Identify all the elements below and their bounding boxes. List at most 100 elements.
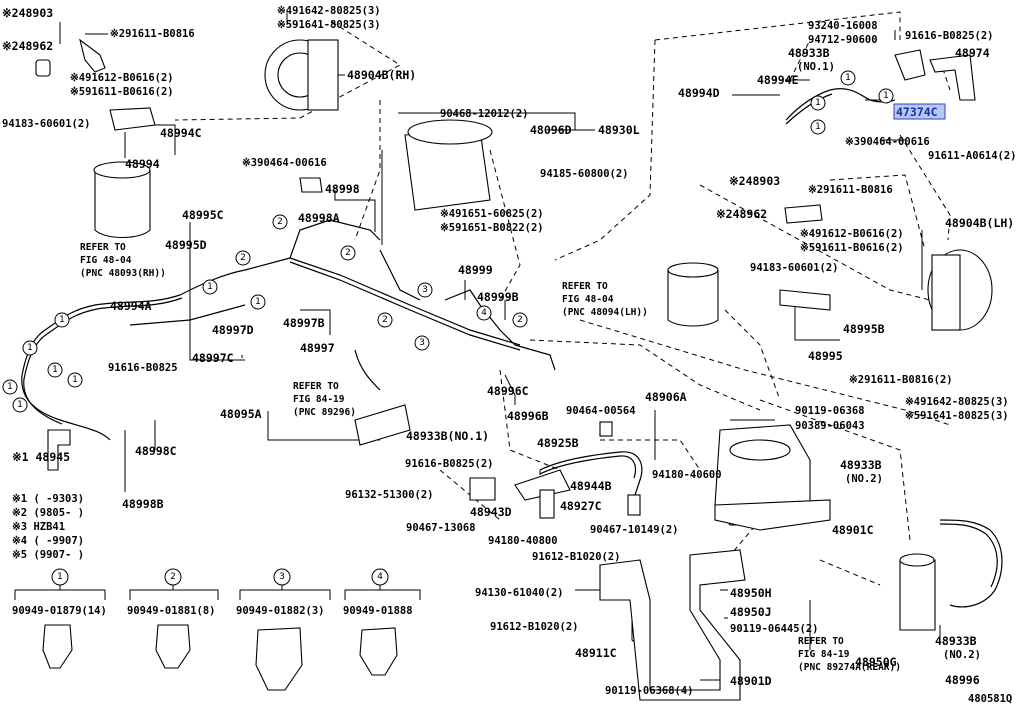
svg-text:※390464-00616: ※390464-00616 [242, 157, 327, 169]
part-number: ※3 [242, 157, 257, 169]
note-line: ※4 ( -9907) [12, 535, 84, 547]
part-number: 48925B [537, 436, 579, 450]
svg-text:1: 1 [255, 297, 261, 307]
clip-part-number: 90949-01879(14) [12, 605, 107, 617]
part-number: ※2 [716, 207, 733, 221]
leader-lines [59, 13, 941, 681]
clip-legend-item: 2 90949-01881(8) [127, 568, 219, 669]
part-number: 94183-60601(2) [2, 118, 91, 130]
clip-number: 2 [170, 572, 176, 582]
clip-marker: 2 [235, 250, 251, 266]
svg-text:※291611-B0816: ※291611-B0816 [110, 28, 195, 40]
clip-marker: 1 [202, 279, 218, 295]
part-number: (NO.2) [943, 649, 981, 661]
svg-text:1: 1 [815, 98, 821, 108]
svg-text:3: 3 [422, 285, 428, 295]
clip-legend-item: 3 90949-01882(3) [236, 568, 331, 691]
svg-text:1: 1 [59, 315, 65, 325]
part-number: ※2 [849, 374, 864, 386]
part-number: ※5 [440, 222, 455, 234]
part-number: ※2 [110, 28, 125, 40]
svg-text:※491642-80825(3): ※491642-80825(3) [277, 5, 381, 17]
refer-text: (PNC 89296) [293, 407, 356, 418]
svg-text:※491612-B0616(2): ※491612-B0616(2) [70, 72, 174, 84]
clip-marker: 1 [54, 312, 70, 328]
part-number: 48950J [730, 605, 772, 619]
clip-marker: 1 [810, 95, 826, 111]
svg-text:4: 4 [481, 308, 487, 318]
part-number: 48997D [212, 323, 254, 337]
refer-text: FIG 84-19 [293, 394, 345, 405]
svg-text:※291611-B0816: ※291611-B0816 [808, 184, 893, 196]
refer-text: (PNC 48093(RH)) [80, 268, 166, 279]
part-number: 90464-00564 [566, 405, 636, 417]
part-number: ※3 [845, 136, 860, 148]
clip-legend-item: 4 90949-01888 [343, 568, 421, 676]
refer-text: REFER TO [80, 242, 126, 253]
svg-text:※248903: ※248903 [2, 6, 53, 20]
part-number: 48995 [808, 349, 843, 363]
part-number: 48096D [530, 123, 572, 137]
diagram-id: 480581Q [968, 693, 1012, 705]
part-number: 48997B [283, 316, 325, 330]
clip-legend-item: 1 90949-01879(14) [12, 568, 107, 669]
svg-text:1: 1 [52, 365, 58, 375]
part-number: 48998C [135, 444, 177, 458]
svg-text:1: 1 [17, 400, 23, 410]
part-number: 94183-60601(2) [750, 262, 839, 274]
svg-text:2: 2 [345, 248, 351, 258]
svg-text:1: 1 [845, 73, 851, 83]
part-number: 48994D [678, 86, 720, 100]
svg-text:1: 1 [27, 343, 33, 353]
part-number: 90467-10149(2) [590, 524, 679, 536]
svg-text:2: 2 [240, 253, 246, 263]
part-number: ※5 [70, 86, 85, 98]
part-number: ※2 [808, 184, 823, 196]
svg-text:※591641-80825(3): ※591641-80825(3) [905, 410, 1009, 422]
note-line: ※5 (9907- ) [12, 549, 84, 561]
part-number: (NO.2) [845, 473, 883, 485]
part-number: 48974 [955, 46, 990, 60]
part-number: 48950H [730, 586, 772, 600]
part-number: 48933B [840, 458, 882, 472]
part-number: 48999B [477, 290, 519, 304]
svg-text:1: 1 [815, 122, 821, 132]
svg-text:※248962: ※248962 [2, 39, 53, 53]
part-number: 91611-B0816 [125, 28, 195, 40]
part-number: 48995B [843, 322, 885, 336]
part-number: 91611-A0614(2) [928, 150, 1017, 162]
part-number: 91642-80825(3) [920, 396, 1009, 408]
part-number: ※2 [2, 39, 19, 53]
part-number: 48904B(RH) [347, 68, 416, 82]
part-number: 90119-06368(4) [605, 685, 694, 697]
clip-markers: 1 1 1 1 1 1 1 1 2 2 2 2 3 3 4 2 1 1 1 1 [2, 70, 894, 413]
note1-label: ※1 48945 [12, 450, 70, 464]
clip-marker: 4 [476, 305, 492, 321]
part-number: 91651-B0822(2) [455, 222, 544, 234]
refer-text: REFER TO [293, 381, 339, 392]
svg-text:1: 1 [7, 382, 13, 392]
clip-marker: 2 [512, 312, 528, 328]
clip-marker: 1 [250, 294, 266, 310]
svg-text:1: 1 [207, 282, 213, 292]
part-number: 90464-00616 [257, 157, 327, 169]
part-number: 91616-B0825 [108, 362, 178, 374]
part-number: 48997 [300, 341, 335, 355]
refer-text: REFER TO [562, 281, 608, 292]
part-number: 48930L [598, 123, 640, 137]
selected-part-highlight[interactable] [893, 103, 946, 120]
part-number: 48994C [160, 126, 202, 140]
part-number: 48906A [645, 390, 687, 404]
part-number: 91616-B0825(2) [905, 30, 994, 42]
note-line: ※3 HZB41 [12, 521, 65, 533]
refer-text: FIG 84-19 [798, 649, 850, 660]
part-number: 48904B(LH) [945, 216, 1014, 230]
part-number: 94130-61040(2) [475, 587, 564, 599]
clip-marker: 2 [377, 312, 393, 328]
selected-part-number[interactable]: 47374C [896, 105, 938, 119]
clip-legend: 1 90949-01879(14) 2 90949-01881(8) 3 909… [12, 568, 421, 691]
clip-number: 4 [377, 572, 383, 582]
clip-marker: 3 [417, 282, 433, 298]
clip-part-number: 90949-01888 [343, 605, 413, 617]
part-number: 90467-13068 [406, 522, 476, 534]
